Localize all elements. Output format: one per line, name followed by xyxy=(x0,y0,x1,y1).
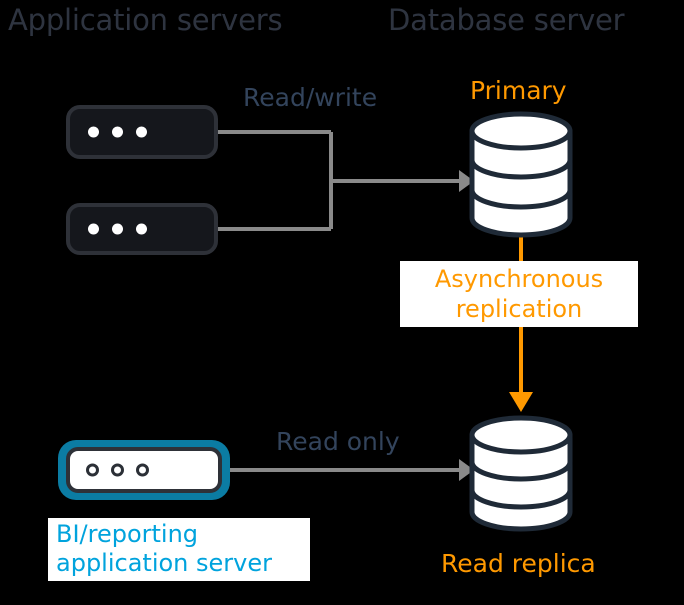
connector-label-read-write: Read/write xyxy=(243,83,378,112)
node-label-primary: Primary xyxy=(470,76,567,105)
read-write-connector xyxy=(218,130,463,231)
connector-label-asynchronous-replication: Asynchronous replication xyxy=(400,261,638,327)
bi-label-line2: application server xyxy=(56,549,272,577)
server-status-dots xyxy=(88,223,147,235)
bi-reporting-server-inner xyxy=(66,447,222,493)
read-only-arrowhead xyxy=(459,459,474,481)
async-label-line1: Asynchronous xyxy=(434,265,604,293)
node-label-read-replica: Read replica xyxy=(441,549,596,578)
bi-label-line1: BI/reporting xyxy=(56,520,199,548)
page-title-application-servers: Application servers xyxy=(8,3,283,37)
bi-reporting-server-box[interactable] xyxy=(58,440,230,500)
replication-arrowhead xyxy=(509,392,533,412)
page-title-database-server: Database server xyxy=(388,3,625,37)
read-write-arrowhead xyxy=(459,170,474,192)
async-label-line2: replication xyxy=(455,295,583,323)
server-status-dots xyxy=(88,126,147,138)
connector-label-read-only: Read only xyxy=(276,427,400,456)
app-server-box-2[interactable] xyxy=(66,203,218,255)
server-status-dots xyxy=(86,463,149,477)
primary-db-cylinder xyxy=(469,111,573,238)
read-replica-cylinder xyxy=(469,415,573,532)
node-label-bi-reporting-server: BI/reporting application server xyxy=(48,518,310,581)
app-server-box-1[interactable] xyxy=(66,105,218,159)
